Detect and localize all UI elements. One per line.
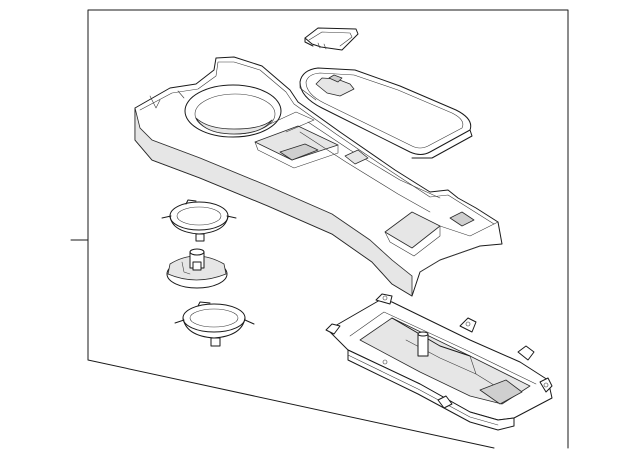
cup-holder-ring-lower: [175, 302, 254, 346]
assembly-boundary-line: [88, 10, 568, 448]
armrest-lid-pad: [300, 68, 472, 158]
assembly-frame: [71, 10, 568, 448]
console-panel: [135, 57, 502, 296]
storage-tray: [326, 294, 552, 430]
cup-holder-insert: [167, 249, 227, 288]
small-cover-cap: [305, 28, 358, 50]
cup-holder-ring-upper: [162, 200, 236, 241]
